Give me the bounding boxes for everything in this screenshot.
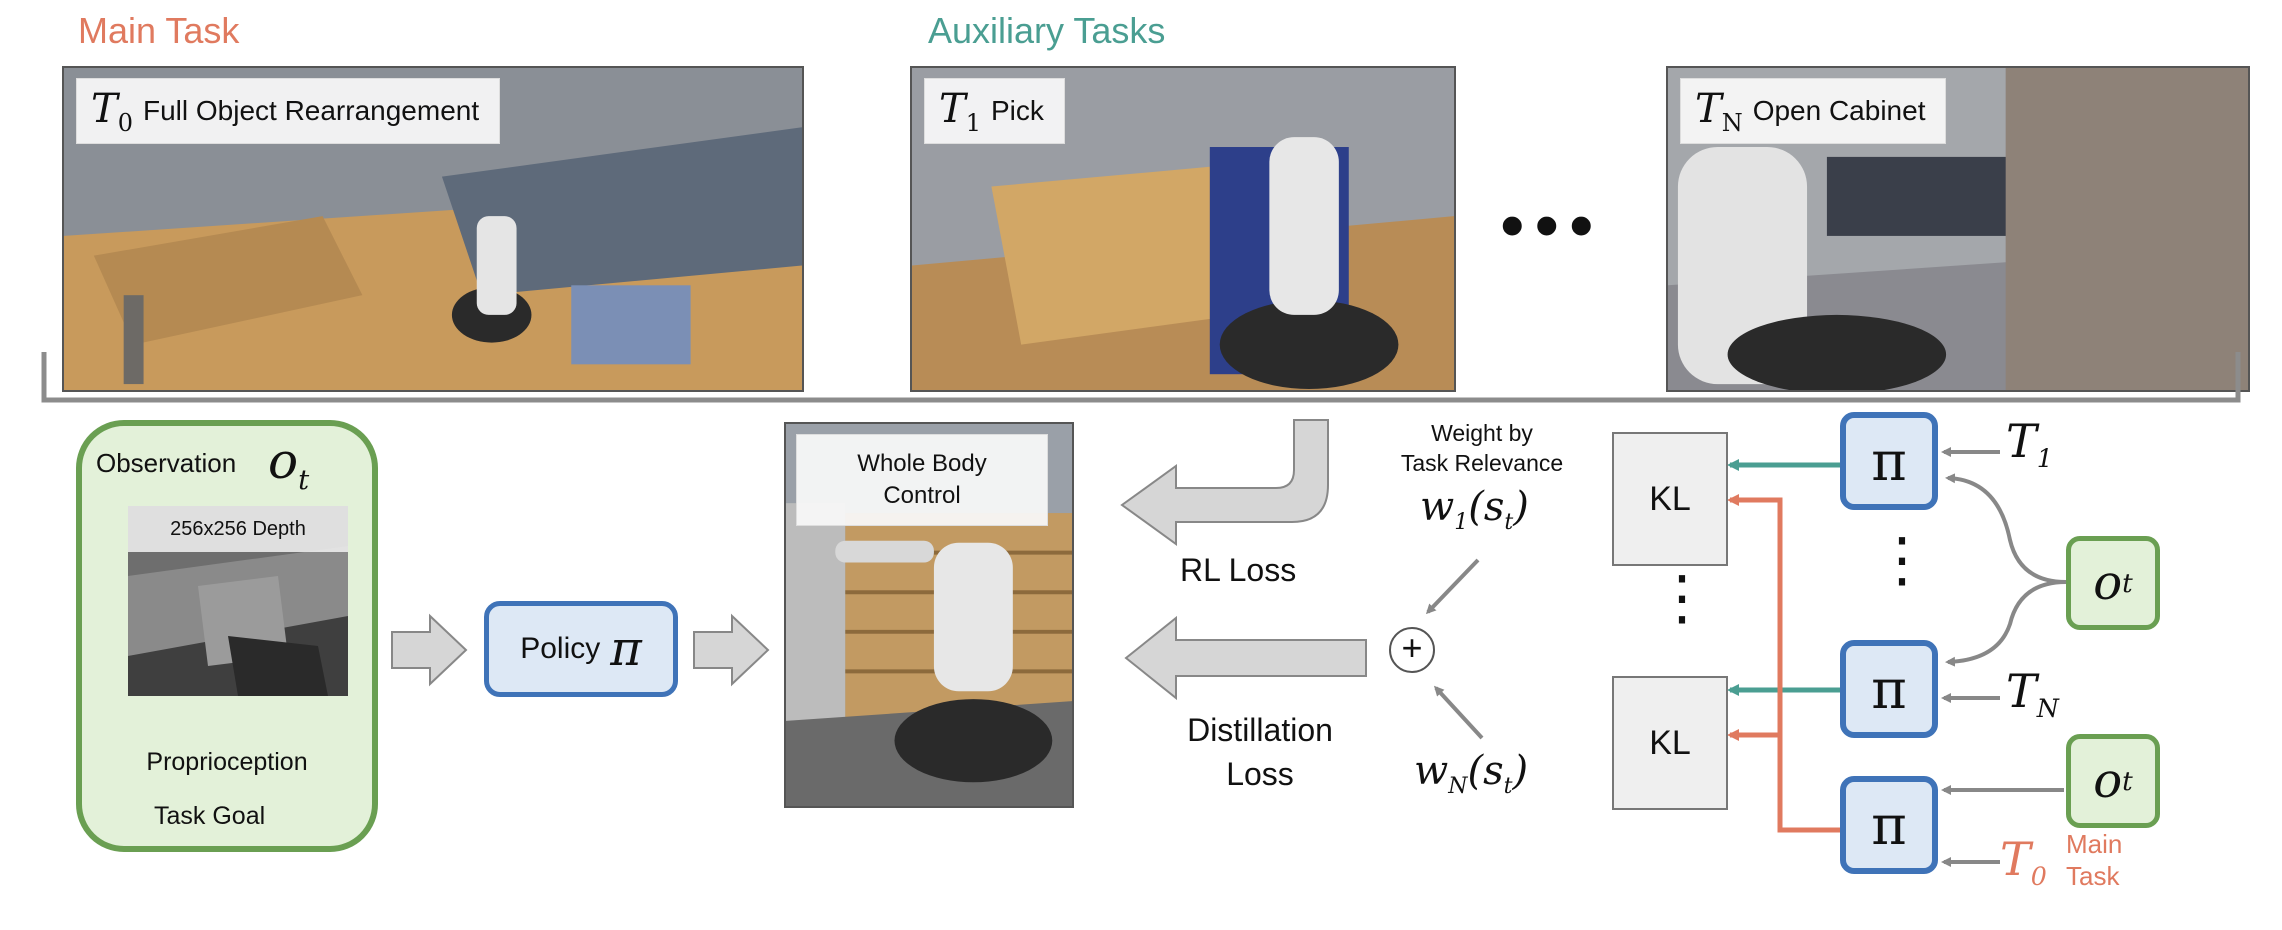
task-tag-t0: T0 Full Object Rearrangement [76, 78, 501, 144]
whole-body-control-tag: Whole Body Control [796, 434, 1048, 526]
weight-wn: wN(st) [1414, 748, 1529, 799]
task-tag-t1: T1 Pick [924, 78, 1065, 144]
observation-item-proprioception: Proprioception [146, 748, 308, 776]
arrow-obs1-to-pi1 [1945, 473, 2067, 584]
kl-box-top: KL [1612, 432, 1728, 566]
task-image-full-rearrangement: T0 Full Object Rearrangement [62, 66, 804, 392]
task-image-pick: T1 Pick [910, 66, 1456, 392]
teacher-policy-main: π [1840, 776, 1938, 874]
whole-body-control-image: Whole Body Control [784, 422, 1074, 808]
auxiliary-tasks-heading: Auxiliary Tasks [928, 10, 1166, 51]
scene-illustration [786, 424, 1072, 806]
weight-caption: Weight by Task Relevance [1382, 418, 1582, 478]
kl-vertical-dots: ⋮ [1652, 564, 1712, 631]
arrow-main-pi-to-kl [1727, 494, 1840, 833]
weight-w1: w1(st) [1420, 484, 1529, 535]
arrow-obs1-to-pin [1945, 580, 2067, 667]
arrow-w1-to-plus [1425, 558, 1480, 615]
weight-caption-line1: Weight by [1431, 420, 1533, 446]
task-name: Full Object Rearrangement [142, 95, 480, 126]
whole-body-line2: Control [883, 482, 961, 509]
task-name: Open Cabinet [1752, 95, 1926, 126]
distillation-loss-label: Distillation Loss [1150, 708, 1370, 796]
distillation-loss-arrow [1124, 615, 1367, 701]
task-image-open-cabinet: TN Open Cabinet [1666, 66, 2250, 392]
distillation-line2: Loss [1226, 756, 1294, 792]
policy-box: Policy π [484, 601, 678, 697]
depth-image: 256x256 Depth [128, 506, 348, 696]
weight-caption-line2: Task Relevance [1400, 450, 1564, 476]
main-task-heading: Main Task [78, 10, 240, 51]
arrow-wn-to-plus [1433, 685, 1484, 740]
arrow-obs-to-policy [391, 613, 468, 687]
task-group-bracket [41, 352, 2241, 403]
depth-label: 256x256 Depth [128, 506, 348, 552]
observation-item-task-goal: Task Goal [154, 802, 266, 830]
observation-title: Observation [96, 448, 237, 478]
main-task-tag: Main Task [2066, 828, 2122, 892]
teacher-vertical-dots: ⋮ [1872, 526, 1932, 593]
plus-sign: + [1401, 627, 1423, 668]
rl-loss-arrow [1120, 419, 1329, 546]
policy-symbol: π [610, 621, 642, 677]
sum-circle [1389, 627, 1435, 673]
task-input-t1: T1 [2006, 414, 2053, 474]
task-input-t0: T0 [2000, 832, 2047, 892]
rl-loss-label: RL Loss [1180, 552, 1297, 588]
kl-box-bottom: KL [1612, 676, 1728, 810]
task-name: Pick [990, 95, 1044, 126]
main-task-tag-line1: Main [2066, 829, 2123, 859]
teacher-policy-t1: π [1840, 412, 1938, 510]
main-task-tag-line2: Task [2066, 861, 2120, 891]
observation-symbol: ot [268, 432, 310, 496]
teacher-policy-tn: π [1840, 640, 1938, 738]
task-input-tn: TN [2006, 664, 2059, 724]
task-tag-tn: TN Open Cabinet [1680, 78, 1947, 144]
arrow-policy-to-control [693, 613, 770, 687]
distillation-line1: Distillation [1187, 712, 1333, 748]
ellipsis-dots: ••• [1500, 186, 1604, 264]
observation-panel: Observation ot 256x256 Depth Propriocept… [76, 420, 378, 852]
policy-label: Policy [520, 632, 601, 665]
whole-body-line1: Whole Body [857, 450, 987, 477]
